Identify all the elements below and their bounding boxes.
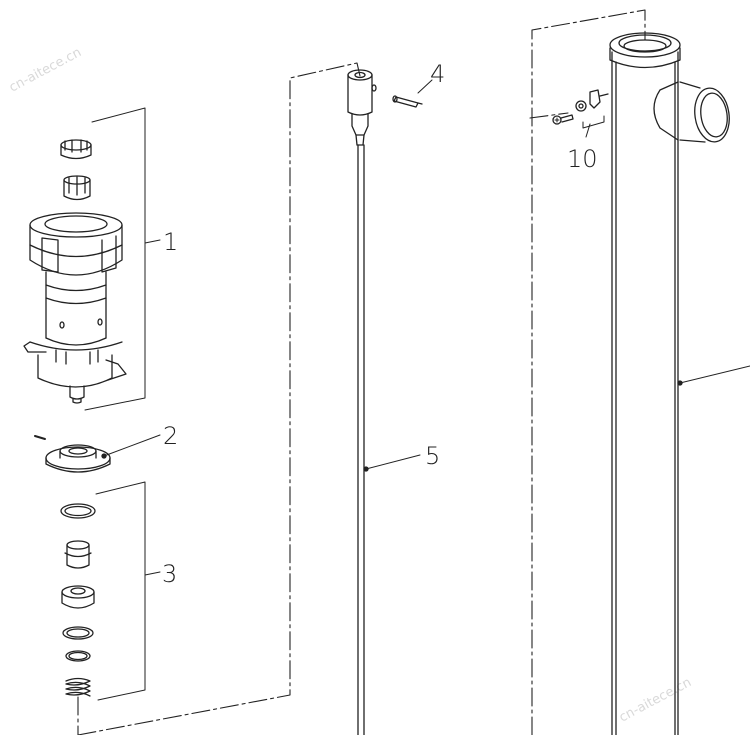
callout-2: 2 (163, 422, 178, 450)
watermark-top-left: cn-aitece.cn (7, 45, 84, 96)
part-5-rod (347, 69, 421, 735)
callout-10: 10 (567, 145, 598, 173)
part-3-seal-kit (60, 503, 96, 735)
part-10-screw-kit (552, 89, 609, 138)
callout-4: 4 (430, 60, 445, 88)
bracket-part-1 (84, 107, 161, 411)
part-1-cylinder-assembly (23, 139, 127, 404)
part-4-pin (392, 79, 433, 108)
callout-1: 1 (163, 228, 178, 256)
assembly-dash-lines (77, 9, 646, 735)
part-2-valve-seat (34, 434, 161, 473)
watermark-bottom-right: cn-aitece.cn (617, 675, 694, 726)
callout-5: 5 (425, 442, 440, 470)
bracket-part-3 (95, 481, 161, 701)
pump-tube (609, 32, 750, 735)
callout-3: 3 (162, 560, 177, 588)
